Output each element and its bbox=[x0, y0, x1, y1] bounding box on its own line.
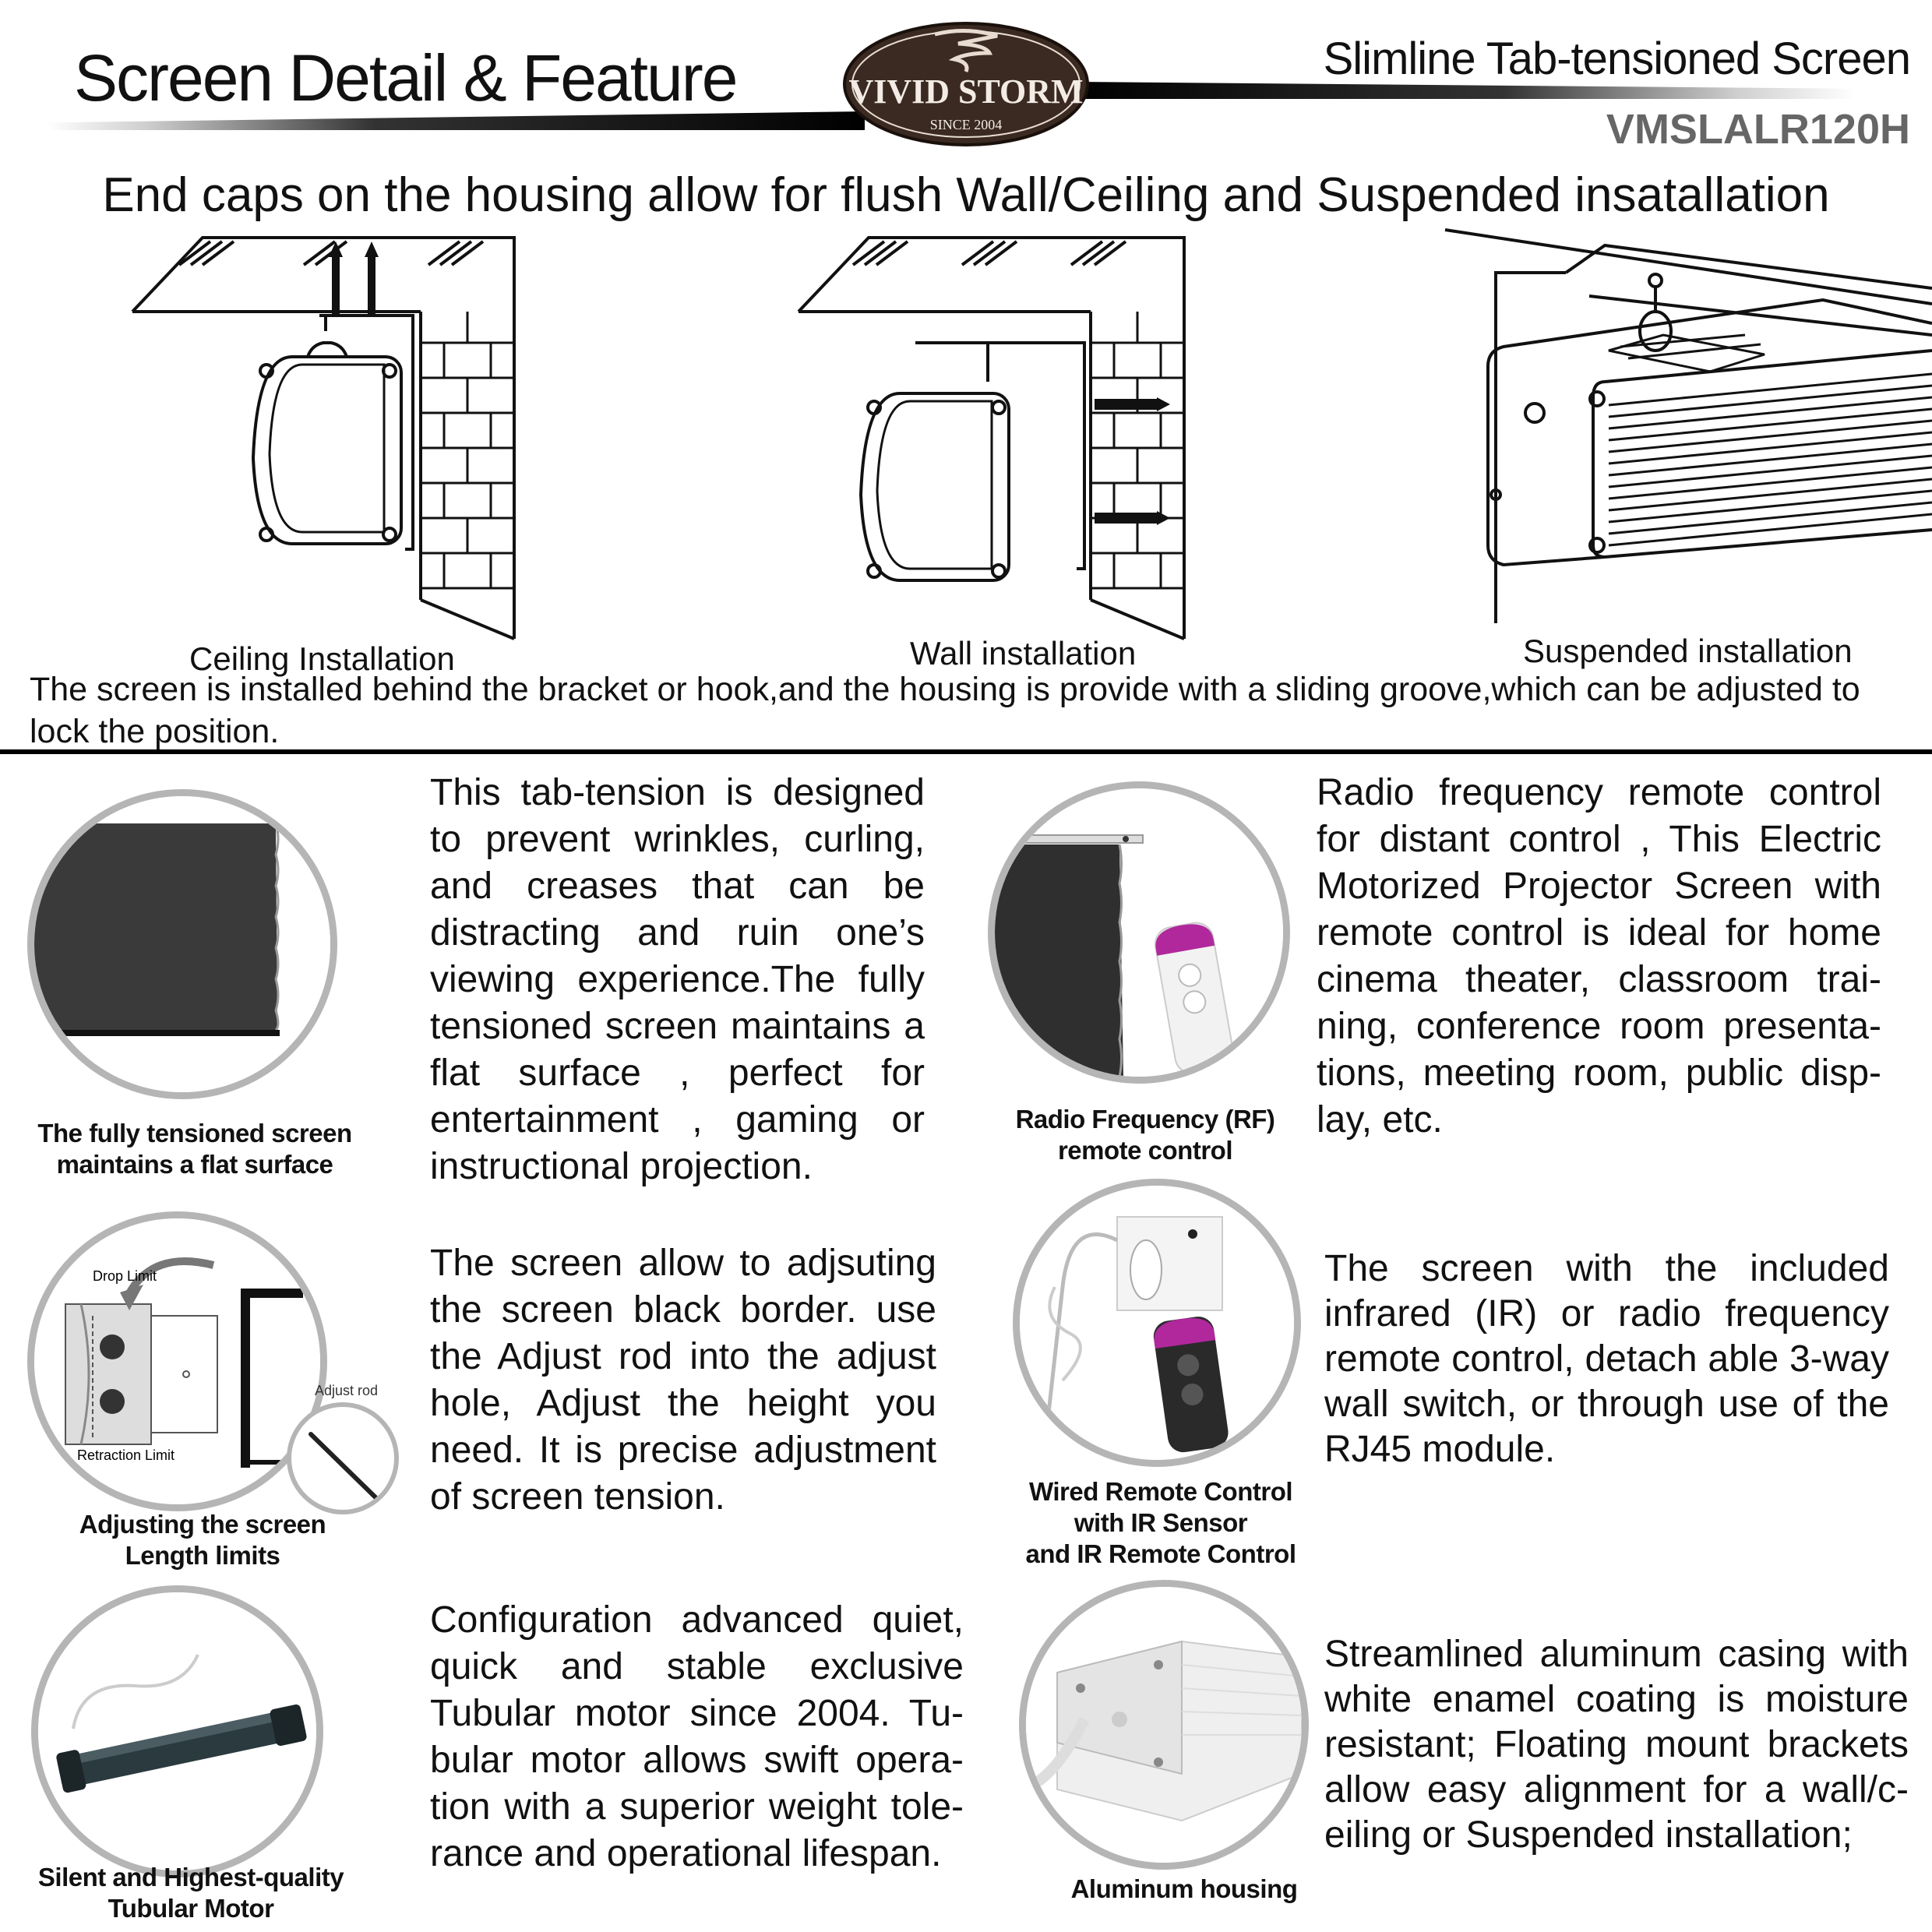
wired-remote-description: The screen with the included infrared (I… bbox=[1324, 1248, 1889, 1470]
length-limits-photo: Drop Limit Retraction Limit bbox=[27, 1211, 327, 1511]
tubular-motor-photo bbox=[31, 1585, 323, 1877]
rf-remote-caption: Radio Frequency (RF) remote control bbox=[1015, 1105, 1275, 1165]
rf-remote-image bbox=[995, 788, 1283, 1077]
tubular-motor-image bbox=[38, 1592, 316, 1870]
aluminum-housing-description: Streamlined aluminum casing with white e… bbox=[1324, 1634, 1909, 1856]
tension-caption: The fully tensioned screen maintains a f… bbox=[37, 1119, 352, 1179]
aluminum-housing-photo bbox=[1019, 1580, 1309, 1870]
wall-installation-illustration bbox=[797, 236, 1186, 640]
ceiling-installation-illustration bbox=[131, 236, 516, 640]
rf-remote-description: Radio frequency remote control for dista… bbox=[1317, 772, 1881, 1141]
logo-brand-text: VIVID STORM bbox=[848, 72, 1083, 111]
adjust-rod-image bbox=[308, 1432, 379, 1501]
aluminum-housing-caption: Aluminum housing bbox=[1070, 1874, 1298, 1903]
length-limits-description: The screen allow to adjsuting the screen… bbox=[430, 1243, 936, 1518]
suspended-installation-illustration bbox=[1444, 228, 1932, 623]
wired-remote-image bbox=[1020, 1186, 1294, 1460]
wired-remote-photo bbox=[1013, 1179, 1301, 1467]
tension-description: This tab-tension is designed to prevent … bbox=[430, 772, 925, 1187]
rf-remote-photo bbox=[988, 781, 1290, 1084]
wired-remote-caption: Wired Remote Control with IR Sensor and … bbox=[1025, 1477, 1296, 1568]
product-line-title: Slimline Tab-tensioned Screen bbox=[1323, 33, 1911, 84]
length-limits-caption: Adjusting the screen Length limits bbox=[79, 1510, 326, 1570]
tensioned-screen-image bbox=[34, 796, 330, 1092]
adjust-rod-photo bbox=[287, 1402, 399, 1514]
adjust-rod-label: Adjust rod bbox=[315, 1383, 379, 1398]
section-divider bbox=[0, 749, 1932, 754]
tubular-motor-description: Configuration advanced quiet, quick and … bbox=[430, 1599, 964, 1874]
aluminum-housing-image bbox=[1026, 1587, 1302, 1863]
wall-installation-label: Wall installation bbox=[910, 635, 1137, 672]
suspended-installation-label: Suspended installation bbox=[1523, 633, 1853, 669]
tubular-motor-caption: Silent and Highest-quality Tubular Motor bbox=[37, 1863, 344, 1923]
tension-screen-photo bbox=[27, 789, 337, 1099]
ceiling-installation-label: Ceiling Installation bbox=[189, 640, 455, 677]
retraction-limit-label: Retraction Limit bbox=[77, 1447, 175, 1463]
logo-since-text: SINCE 2004 bbox=[930, 117, 1003, 132]
brand-logo: VIVID STORM SINCE 2004 bbox=[843, 22, 1089, 146]
installation-note: The screen is installed behind the brack… bbox=[30, 671, 1860, 750]
length-limits-image: Drop Limit Retraction Limit bbox=[34, 1218, 320, 1504]
model-number: VMSLALR120H bbox=[1606, 106, 1910, 153]
drop-limit-label: Drop Limit bbox=[93, 1268, 157, 1284]
installation-headline: End caps on the housing allow for flush … bbox=[102, 168, 1830, 222]
tornado-icon bbox=[934, 29, 998, 72]
page-title: Screen Detail & Feature bbox=[74, 41, 738, 115]
